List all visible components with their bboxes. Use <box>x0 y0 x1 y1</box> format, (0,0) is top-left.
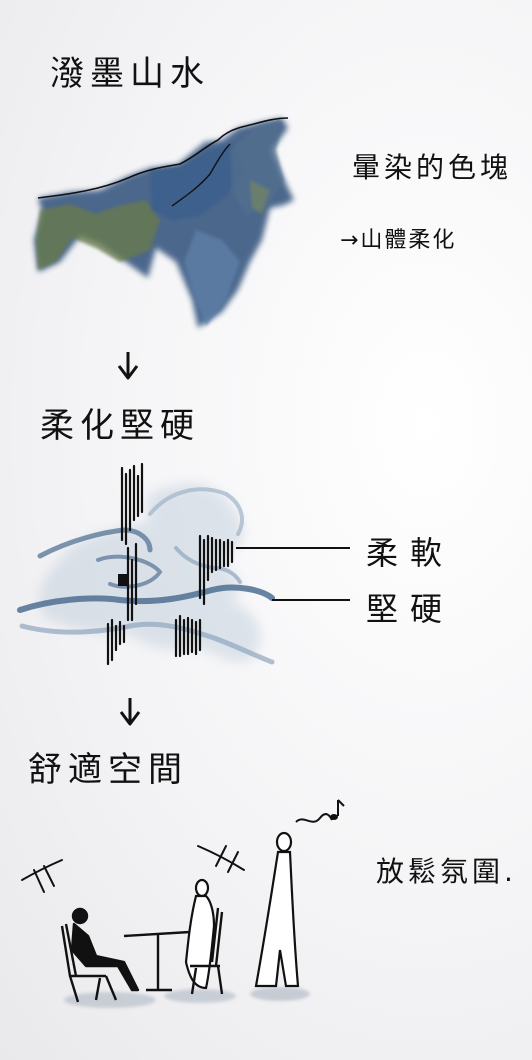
comfortable-space-sketch <box>21 799 345 1008</box>
arrow-down-1 <box>117 352 139 380</box>
ink-wash-mountain <box>34 117 294 328</box>
arrow-down-2 <box>119 698 141 726</box>
stage-title-soften-hard: 柔化堅硬 <box>40 406 200 446</box>
note-softened-mountain: →山體柔化 <box>340 228 457 253</box>
soft-hard-diagram <box>17 462 350 666</box>
stage-title-ink-landscape: 潑墨山水 <box>50 54 210 94</box>
label-soft: 柔軟 <box>366 534 455 572</box>
note-relaxed-atmosphere: 放鬆氛圍. <box>376 855 517 888</box>
stage-title-comfortable-space: 舒適空間 <box>28 750 188 790</box>
note-color-blocks: 暈染的色塊 <box>352 151 513 184</box>
label-hard: 堅硬 <box>366 590 455 628</box>
